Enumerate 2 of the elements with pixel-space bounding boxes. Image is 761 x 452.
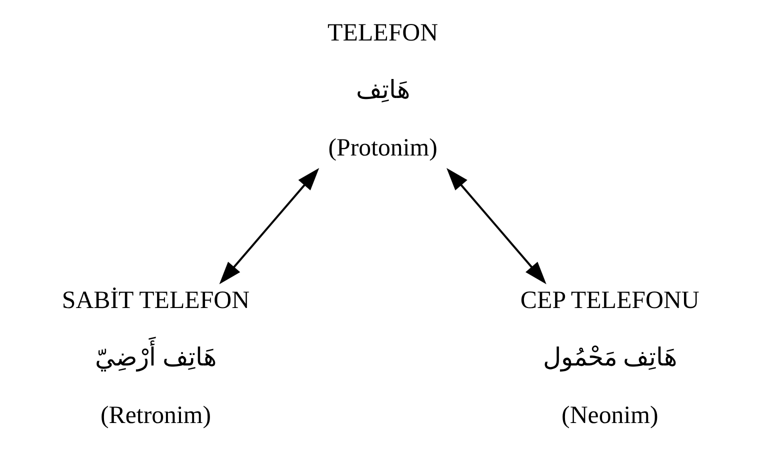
- arrow: [446, 168, 546, 284]
- arrow: [219, 168, 320, 284]
